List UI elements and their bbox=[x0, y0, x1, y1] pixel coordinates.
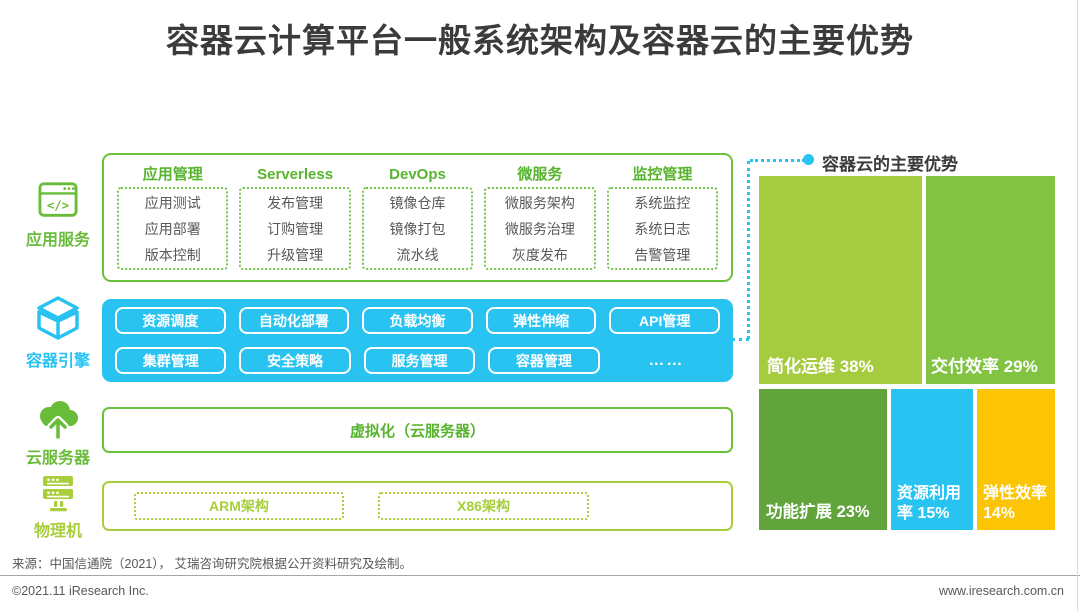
column-item: 告警管理 bbox=[634, 246, 691, 263]
cube-icon bbox=[34, 296, 82, 342]
cloud-upload-icon bbox=[35, 399, 81, 439]
column-item: 应用部署 bbox=[144, 220, 201, 237]
column-items-box: 微服务架构 微服务治理 灰度发布 bbox=[484, 187, 596, 270]
advantages-treemap: 简化运维 38% 交付效率 29% 功能扩展 23% 资源利用率 15% 弹性效… bbox=[759, 176, 1055, 530]
layer-label: 物理机 bbox=[33, 523, 82, 540]
treemap-block-label: 交付效率 29% bbox=[931, 356, 1038, 376]
column-item: 流水线 bbox=[396, 246, 439, 263]
virtualization-box: 虚拟化（云服务器） bbox=[102, 407, 733, 453]
column-item: 版本控制 bbox=[144, 246, 201, 263]
column-item: 系统日志 bbox=[634, 220, 691, 237]
column-item: 升级管理 bbox=[267, 246, 324, 263]
copyright-text: ©2021.11 iResearch Inc. bbox=[12, 584, 149, 598]
engine-capability-pill: 负载均衡 bbox=[362, 307, 473, 334]
connector-line-horizontal-top bbox=[750, 159, 805, 162]
arch-column-microservices: 微服务 微服务架构 微服务治理 灰度发布 bbox=[484, 163, 596, 270]
engine-capability-pill: 资源调度 bbox=[115, 307, 226, 334]
treemap-block-label: 资源利用率 15% bbox=[897, 485, 962, 522]
page-edge-line bbox=[1077, 0, 1078, 611]
treemap-block-resource-utilization: 资源利用率 15% bbox=[891, 389, 973, 530]
layer-label: 容器引擎 bbox=[25, 353, 90, 370]
column-header: 监控管理 bbox=[632, 166, 693, 183]
layer-cloud-server: 云服务器 bbox=[18, 399, 98, 468]
website-url: www.iresearch.com.cn bbox=[938, 584, 1064, 598]
engine-capability-pill: 弹性伸缩 bbox=[485, 307, 597, 334]
layer-app-services: </> 应用服务 bbox=[18, 181, 98, 250]
column-header: 应用管理 bbox=[142, 166, 203, 183]
column-items-box: 发布管理 订购管理 升级管理 bbox=[239, 187, 351, 270]
treemap-block-label: 弹性效率 14% bbox=[983, 485, 1048, 522]
column-header: Serverless bbox=[257, 166, 334, 183]
engine-row-1: 资源调度 自动化部署 负载均衡 弹性伸缩 API管理 bbox=[115, 307, 720, 334]
engine-capability-pill: 集群管理 bbox=[115, 347, 227, 374]
column-item: 应用测试 bbox=[144, 194, 201, 211]
advantages-title: 容器云的主要优势 bbox=[822, 155, 958, 174]
container-engine-box: 资源调度 自动化部署 负载均衡 弹性伸缩 API管理 集群管理 安全策略 服务管… bbox=[102, 299, 733, 382]
connector-line-horizontal-bottom bbox=[732, 338, 749, 341]
column-items-box: 应用测试 应用部署 版本控制 bbox=[117, 187, 229, 270]
page-title: 容器云计算平台一般系统架构及容器云的主要优势 bbox=[166, 22, 914, 59]
engine-more-ellipsis: …… bbox=[648, 351, 685, 369]
engine-capability-pill: API管理 bbox=[609, 307, 720, 334]
column-item: 镜像仓库 bbox=[389, 194, 446, 211]
x86-architecture-box: X86架构 bbox=[378, 492, 589, 520]
column-header: DevOps bbox=[389, 166, 446, 183]
treemap-block-simplified-ops: 简化运维 38% bbox=[759, 176, 922, 384]
engine-capability-pill: 服务管理 bbox=[363, 347, 476, 374]
column-items-box: 镜像仓库 镜像打包 流水线 bbox=[361, 187, 474, 270]
arch-column-serverless: Serverless 发布管理 订购管理 升级管理 bbox=[239, 163, 351, 270]
treemap-block-function-expansion: 功能扩展 23% bbox=[759, 389, 887, 530]
treemap-block-label: 功能扩展 23% bbox=[766, 503, 870, 522]
svg-text:</>: </> bbox=[47, 199, 69, 213]
footer-divider bbox=[0, 575, 1080, 576]
treemap-block-delivery-efficiency: 交付效率 29% bbox=[926, 176, 1055, 384]
arch-column-devops: DevOps 镜像仓库 镜像打包 流水线 bbox=[361, 163, 474, 270]
layer-physical-machine: 物理机 bbox=[18, 473, 98, 541]
connector-dot bbox=[803, 154, 814, 165]
column-item: 系统监控 bbox=[634, 194, 691, 211]
code-window-icon: </> bbox=[37, 181, 79, 221]
app-services-box: 应用管理 应用测试 应用部署 版本控制 Serverless 发布管理 订购管理… bbox=[102, 153, 733, 282]
column-item: 发布管理 bbox=[267, 194, 324, 211]
layer-label: 应用服务 bbox=[25, 232, 90, 249]
layer-label: 云服务器 bbox=[25, 450, 90, 467]
treemap-block-elastic-efficiency: 弹性效率 14% bbox=[977, 389, 1055, 530]
physical-machine-box: ARM架构 X86架构 bbox=[102, 481, 733, 531]
engine-row-2: 集群管理 安全策略 服务管理 容器管理 …… bbox=[115, 347, 720, 374]
column-item: 订购管理 bbox=[267, 220, 324, 237]
source-note: 来源：中国信通院（2021）， 艾瑞咨询研究院根据公开资料研究及绘制。 bbox=[12, 557, 413, 571]
engine-capability-pill: 自动化部署 bbox=[238, 307, 350, 334]
server-stack-icon bbox=[38, 473, 78, 512]
column-items-box: 系统监控 系统日志 告警管理 bbox=[606, 187, 719, 270]
engine-capability-pill: 安全策略 bbox=[239, 347, 351, 374]
column-item: 微服务治理 bbox=[504, 220, 575, 237]
column-item: 镜像打包 bbox=[389, 220, 446, 237]
layer-container-engine: 容器引擎 bbox=[18, 296, 98, 371]
column-item: 灰度发布 bbox=[511, 246, 568, 263]
column-header: 微服务 bbox=[517, 166, 563, 183]
arch-column-monitoring: 监控管理 系统监控 系统日志 告警管理 bbox=[606, 163, 719, 270]
column-item: 微服务架构 bbox=[504, 194, 575, 211]
engine-capability-pill: 容器管理 bbox=[488, 347, 600, 374]
arch-column-app-management: 应用管理 应用测试 应用部署 版本控制 bbox=[117, 163, 229, 270]
arm-architecture-box: ARM架构 bbox=[134, 492, 344, 520]
connector-line-vertical bbox=[747, 161, 750, 339]
treemap-block-label: 简化运维 38% bbox=[767, 356, 874, 376]
